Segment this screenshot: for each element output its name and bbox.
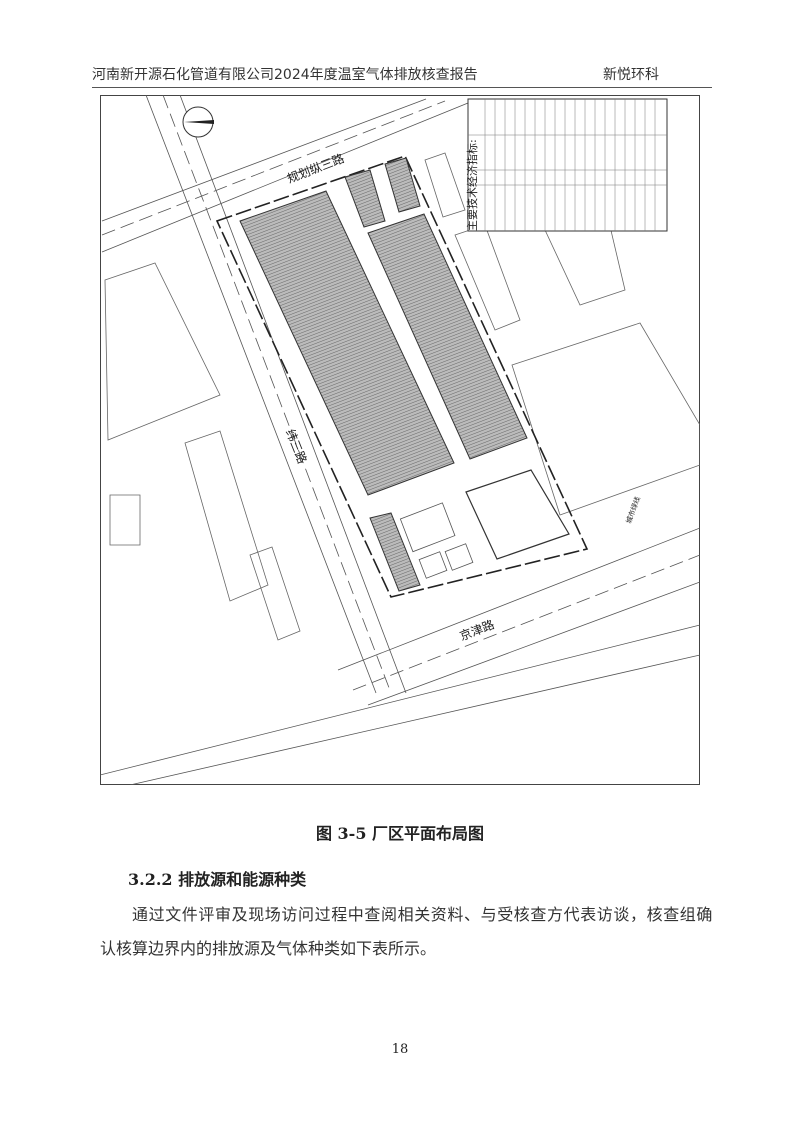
indicator-table: 主要技术经济指标: — [465, 98, 668, 232]
page-number: 18 — [391, 1042, 409, 1057]
site-facilities — [399, 502, 474, 579]
building-main-workshop — [239, 190, 455, 496]
paragraph-line-1: 通过文件评审及现场访问过程中查阅相关资料、与受核查方代表访谈，核查组确 — [132, 905, 714, 924]
table-title: 主要技术经济指标: — [465, 139, 479, 231]
site-boundary — [215, 155, 589, 598]
north-compass-icon — [182, 106, 214, 138]
section-paragraph: 通过文件评审及现场访问过程中查阅相关资料、与受核查方代表访谈，核查组确 认核算边… — [100, 898, 720, 966]
site-plan-drawing: 主要技术经济指标: 规划纵三路 纬三路 京津路 城市绿线 — [100, 95, 700, 785]
header-org: 新悦环科 — [603, 67, 659, 83]
building-southeast — [465, 469, 570, 560]
header-title: 河南新开源石化管道有限公司2024年度温室气体排放核查报告 — [92, 67, 478, 83]
header-divider — [92, 87, 712, 88]
building-southwest — [369, 512, 421, 592]
building-east-workshop — [367, 213, 528, 460]
roads — [100, 95, 700, 785]
figure-caption: 图 3-5 厂区平面布局图 — [315, 824, 485, 843]
paragraph-line-2: 认核算边界内的排放源及气体种类如下表所示。 — [100, 939, 437, 958]
building-north-a — [344, 169, 386, 228]
section-heading: 3.2.2 排放源和能源种类 — [128, 870, 307, 889]
building-north-b — [384, 157, 421, 213]
